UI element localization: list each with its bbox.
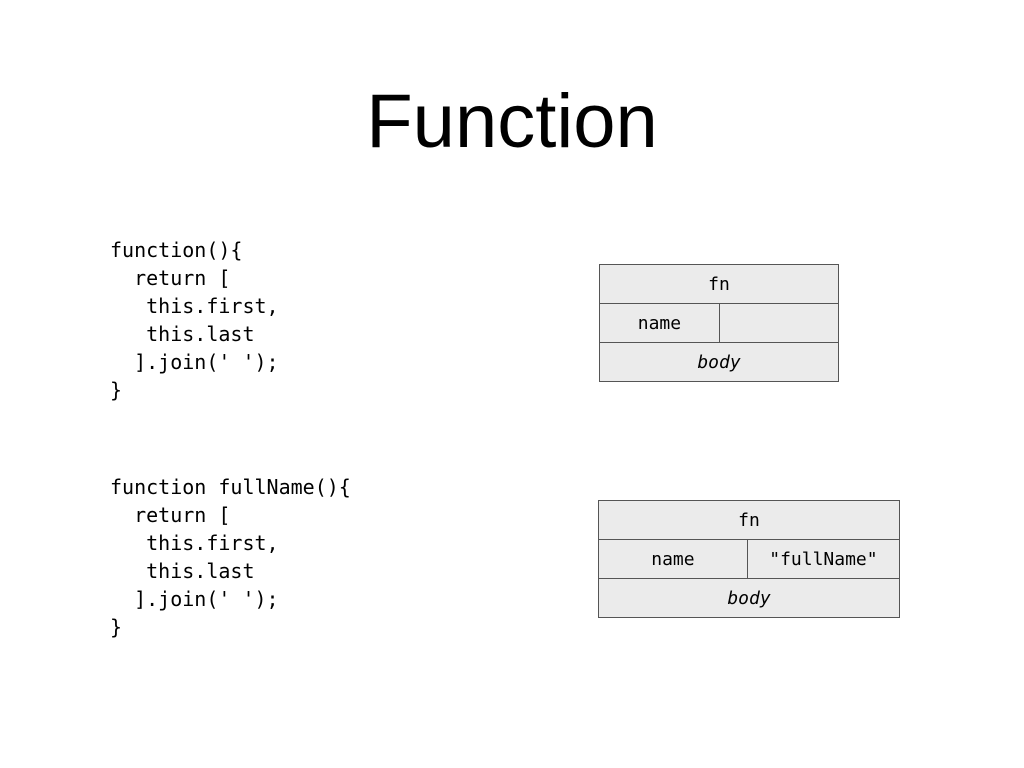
fn-header-cell: fn bbox=[598, 500, 900, 540]
name-label-cell: name bbox=[599, 303, 720, 343]
fn-name-row: name "fullName" bbox=[598, 539, 901, 579]
fn-body-row: body bbox=[599, 342, 839, 382]
code-line: this.last bbox=[110, 559, 255, 583]
code-line: function(){ bbox=[110, 238, 243, 262]
code-line: function fullName(){ bbox=[110, 475, 351, 499]
code-line: this.first, bbox=[110, 294, 279, 318]
name-value-cell bbox=[718, 303, 840, 343]
fn-name-row: name bbox=[599, 303, 840, 343]
named-function-code: function fullName(){ return [ this.first… bbox=[110, 473, 351, 641]
code-line: this.first, bbox=[110, 531, 279, 555]
name-value-cell: "fullName" bbox=[746, 539, 901, 579]
fn-header-cell: fn bbox=[599, 264, 839, 304]
anonymous-function-code: function(){ return [ this.first, this.la… bbox=[110, 236, 279, 404]
code-line: } bbox=[110, 378, 123, 402]
named-fn-object-table: fn name "fullName" body bbox=[598, 500, 901, 618]
name-label-cell: name bbox=[598, 539, 748, 579]
slide-title: Function bbox=[366, 79, 658, 164]
fn-body-row: body bbox=[598, 578, 900, 618]
code-line: return [ bbox=[110, 503, 231, 527]
body-cell: body bbox=[598, 578, 900, 618]
anonymous-fn-object-table: fn name body bbox=[599, 264, 840, 382]
code-line: ].join(' '); bbox=[110, 587, 279, 611]
code-line: } bbox=[110, 615, 123, 639]
body-cell: body bbox=[599, 342, 839, 382]
code-line: return [ bbox=[110, 266, 231, 290]
code-line: ].join(' '); bbox=[110, 350, 279, 374]
fn-header-row: fn bbox=[598, 500, 900, 540]
code-line: this.last bbox=[110, 322, 255, 346]
fn-header-row: fn bbox=[599, 264, 839, 304]
